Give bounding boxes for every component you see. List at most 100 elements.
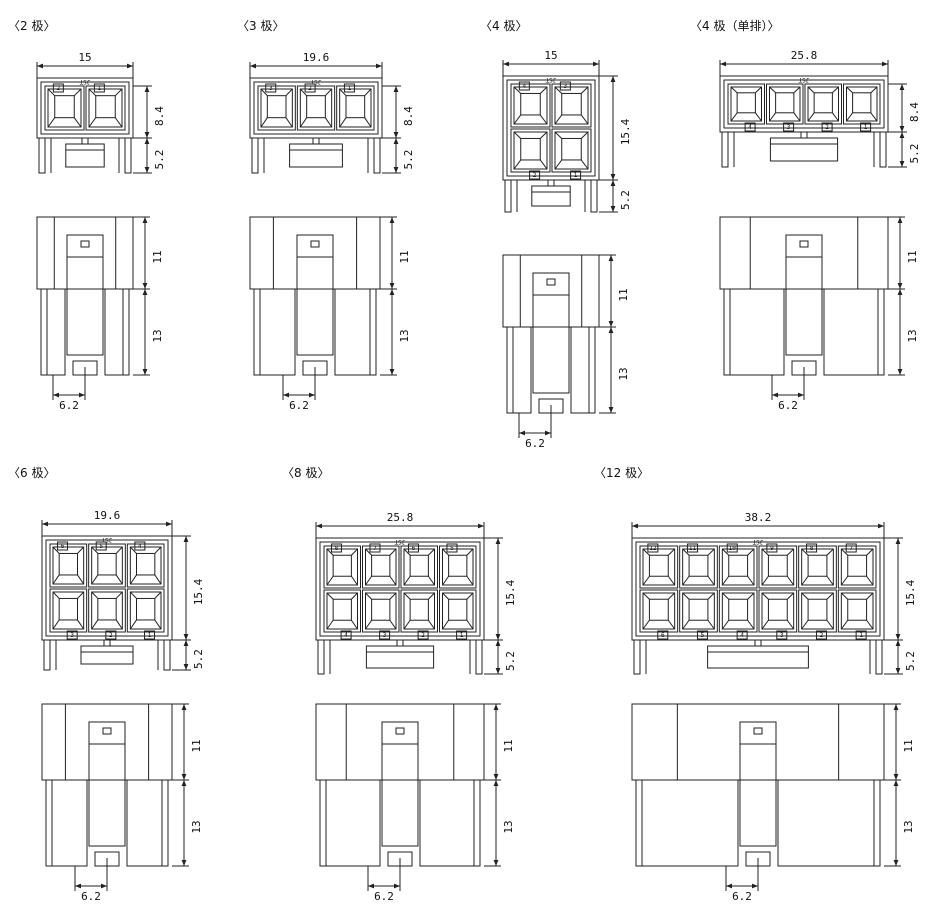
undefined-side-view xyxy=(631,703,885,867)
pin-number-text: 1 xyxy=(148,632,152,639)
leg-left xyxy=(40,288,66,376)
leg-left xyxy=(723,288,785,376)
cavity-inner xyxy=(513,131,548,170)
leg-right xyxy=(334,288,377,376)
chamfer xyxy=(285,117,293,128)
lock-lever xyxy=(296,234,334,356)
cavity xyxy=(679,589,718,633)
chamfer xyxy=(730,112,738,122)
chamfer xyxy=(88,88,97,97)
cavity xyxy=(727,83,765,125)
latch-post xyxy=(396,639,404,647)
cavity xyxy=(296,85,336,131)
terminal-window xyxy=(58,597,79,621)
guide-right xyxy=(475,639,483,675)
cavity-outer xyxy=(362,545,400,589)
pin-number-box xyxy=(57,541,69,551)
cavity-inner xyxy=(682,548,715,586)
cavity xyxy=(718,545,758,589)
cavity-outer xyxy=(551,128,592,173)
terminal-window xyxy=(728,598,749,621)
chamfer xyxy=(91,591,99,599)
latch-post xyxy=(312,137,320,145)
guide-left xyxy=(633,639,641,675)
pin-number-text: 10 xyxy=(729,545,737,552)
cavity-inner xyxy=(365,592,397,630)
dimension-label: 8.4 xyxy=(153,106,166,126)
latch xyxy=(531,185,571,207)
cavity-outer xyxy=(49,543,88,588)
chamfer xyxy=(801,575,809,586)
terminal-window xyxy=(266,95,287,119)
chamfer xyxy=(721,548,730,556)
chamfer xyxy=(326,548,334,556)
cavity-outer xyxy=(88,588,126,633)
brand-mark: JST xyxy=(101,536,112,543)
pin-number-box xyxy=(330,543,342,553)
lock-window xyxy=(395,727,405,735)
pin-number: 4 xyxy=(340,630,352,640)
pin-number: 7 xyxy=(845,543,857,553)
lock-lever xyxy=(88,721,126,847)
pin-number-box xyxy=(105,630,117,640)
pin-number: 3 xyxy=(559,81,571,91)
chamfer xyxy=(769,86,776,94)
chamfer xyxy=(351,548,358,556)
cavity xyxy=(49,543,88,588)
chamfer xyxy=(350,575,358,586)
pin-number: 5 xyxy=(446,543,458,553)
chamfer xyxy=(52,546,60,554)
cavity-outer xyxy=(837,589,877,633)
cavity-outer xyxy=(551,83,592,128)
terminal-window xyxy=(847,598,868,621)
chamfer xyxy=(747,548,755,556)
pin-number-box xyxy=(647,543,659,553)
chamfer xyxy=(513,131,522,139)
dimension-label: 13 xyxy=(151,329,164,342)
pole-3-side-lower-dimension: 13 xyxy=(380,288,411,376)
pin-number-text: 3 xyxy=(780,632,784,639)
terminal-window xyxy=(807,598,828,621)
cavity-inner xyxy=(403,548,435,586)
pole-12-pitch-dimension: 6.2 xyxy=(725,858,759,903)
cavity-inner xyxy=(840,548,874,586)
chamfer xyxy=(682,619,690,630)
pole-6-pitch-dimension: 6.2 xyxy=(74,858,108,903)
chamfer xyxy=(642,592,650,600)
terminal-window xyxy=(409,598,429,621)
guide-left xyxy=(504,179,512,213)
brand-mark: JST xyxy=(545,76,556,83)
pole-4-single-row-side-lower-dimension: 13 xyxy=(888,288,919,376)
pin-number-text: 3 xyxy=(787,124,791,131)
lock-lever xyxy=(785,234,823,356)
dimension-label: 11 xyxy=(502,739,515,752)
dimension-label: 5.2 xyxy=(153,150,166,170)
chamfer xyxy=(428,592,435,600)
pin-number: 5 xyxy=(95,541,107,551)
leg-left xyxy=(45,779,88,867)
pin-number-box xyxy=(340,630,352,640)
pole-12-side-upper-dimension: 11 xyxy=(884,703,915,781)
chamfer xyxy=(769,112,777,122)
cavity xyxy=(798,545,837,589)
chamfer xyxy=(466,619,474,630)
dimension-label: 25.8 xyxy=(387,511,414,524)
dimension-label: 8.4 xyxy=(402,106,415,126)
pin-number: 6 xyxy=(57,541,69,551)
pole-12-lower-height-dimension: 5.2 xyxy=(884,639,917,675)
chamfer xyxy=(466,548,474,556)
brand-mark: JST xyxy=(752,538,763,545)
cavity xyxy=(126,588,165,633)
cavity-outer xyxy=(843,83,881,125)
dimension-label: 11 xyxy=(617,288,630,301)
pin-number-box xyxy=(744,122,756,132)
cavity-inner xyxy=(365,548,397,586)
chamfer xyxy=(260,117,268,128)
cavity xyxy=(766,83,804,125)
cavity-outer xyxy=(336,85,375,131)
chamfer xyxy=(801,548,809,556)
latch xyxy=(365,645,435,669)
cavity-inner xyxy=(554,131,589,170)
chamfer xyxy=(129,591,137,599)
